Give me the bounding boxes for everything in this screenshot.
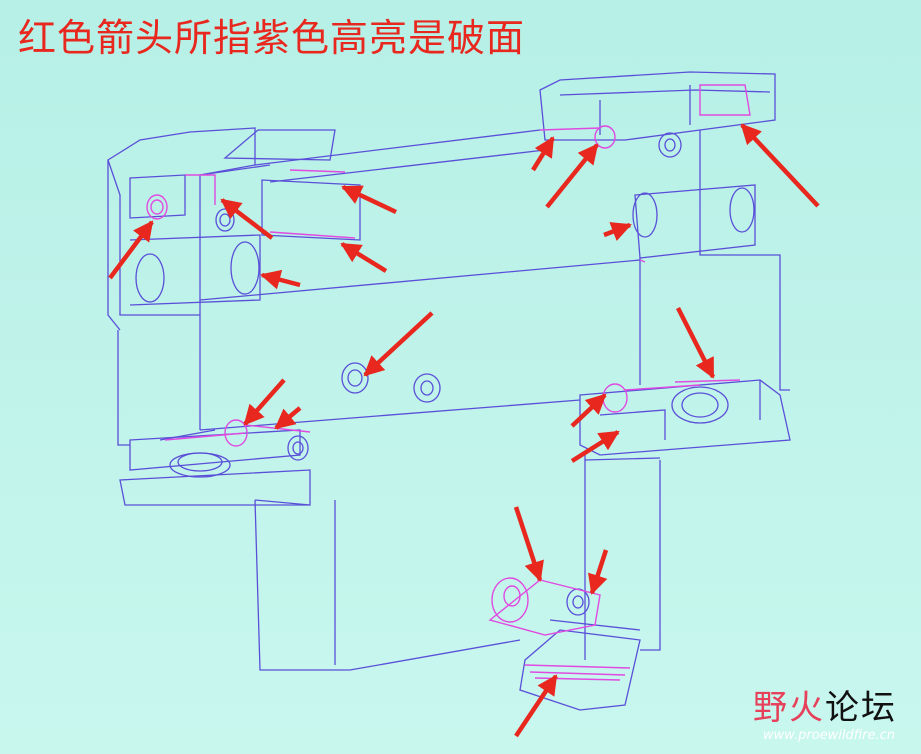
highlighted-faces (146, 84, 751, 681)
logo-text: 野火论坛 (753, 688, 897, 728)
annotation-caption: 红色箭头所指紫色高亮是破面 (18, 16, 526, 60)
logo-url: www.proewildfire.cn (762, 728, 895, 743)
logo-text-part2: 论坛 (825, 688, 897, 728)
watermark-logo: 野火论坛 www.proewildfire.cn (707, 688, 907, 748)
red-arrows (108, 123, 820, 738)
logo-text-part1: 野火 (753, 688, 825, 728)
part-outline (107, 71, 791, 711)
